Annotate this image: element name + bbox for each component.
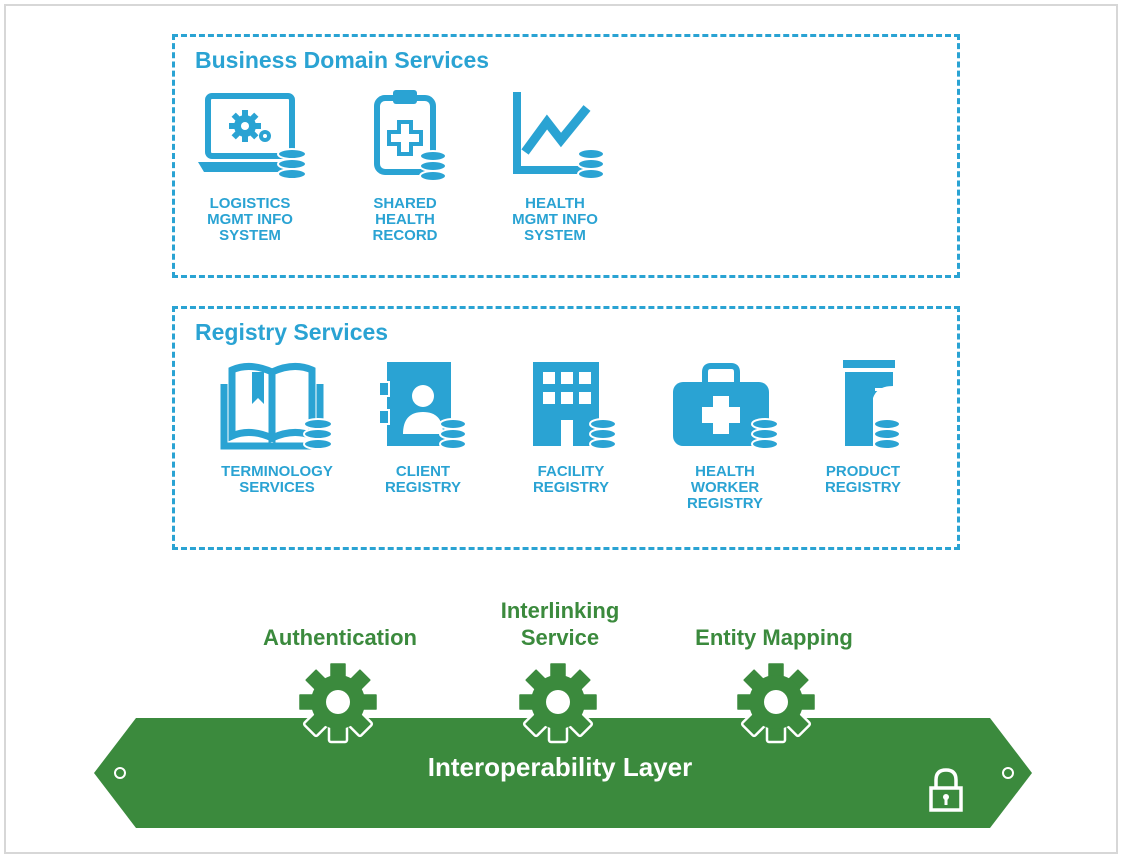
service-facility-registry: FACILITY REGISTRY	[516, 358, 626, 496]
service-health-worker-registry: HEALTH WORKER REGISTRY	[660, 358, 790, 512]
interoperability-layer-title: Interoperability Layer	[427, 752, 693, 782]
service-label: PRODUCT REGISTRY	[824, 463, 902, 496]
building-database-icon	[533, 362, 617, 450]
service-shared-health-record: SHARED HEALTH RECORD	[350, 88, 460, 244]
service-label: SHARED HEALTH RECORD	[372, 195, 438, 244]
product-database-icon	[843, 360, 901, 450]
person-card-database-icon	[378, 362, 467, 450]
service-logistics-mgmt-info-system: LOGISTICS MGMT INFO SYSTEM	[185, 90, 315, 244]
left-connector-dot	[114, 767, 126, 779]
service-label: FACILITY REGISTRY	[532, 463, 610, 496]
gear-icon	[734, 660, 818, 744]
lock-icon	[929, 768, 963, 812]
clipboard-medical-database-icon	[374, 90, 447, 182]
business-domain-services-title: Business Domain Services	[195, 47, 490, 73]
right-connector-dot	[1002, 767, 1014, 779]
service-label: LOGISTICS MGMT INFO SYSTEM	[207, 195, 293, 244]
registry-services-box: Registry Services	[172, 306, 960, 550]
gear-icon	[516, 660, 600, 744]
open-book-database-icon	[220, 363, 333, 450]
medical-bag-database-icon	[673, 363, 779, 450]
service-label: CLIENT REGISTRY	[384, 463, 462, 496]
service-label: HEALTH MGMT INFO SYSTEM	[512, 195, 598, 244]
service-label: TERMINOLOGY SERVICES	[221, 463, 333, 496]
line-chart-database-icon	[513, 92, 605, 180]
laptop-gears-database-icon	[198, 93, 307, 180]
business-domain-services-box: Business Domain Services	[172, 34, 960, 278]
gear-icon	[296, 660, 380, 744]
service-health-mgmt-info-system: HEALTH MGMT INFO SYSTEM	[490, 88, 620, 244]
registry-services-title: Registry Services	[195, 319, 389, 345]
service-product-registry: PRODUCT REGISTRY	[808, 358, 918, 496]
service-client-registry: CLIENT REGISTRY	[368, 358, 478, 496]
service-terminology-services: TERMINOLOGY SERVICES	[202, 358, 352, 496]
service-label-authentication: Authentication	[263, 625, 417, 650]
service-label-interlinking-service: Interlinking Service	[500, 598, 620, 650]
service-label-entity-mapping: Entity Mapping	[695, 625, 853, 650]
service-label: HEALTH WORKER REGISTRY	[686, 463, 764, 512]
